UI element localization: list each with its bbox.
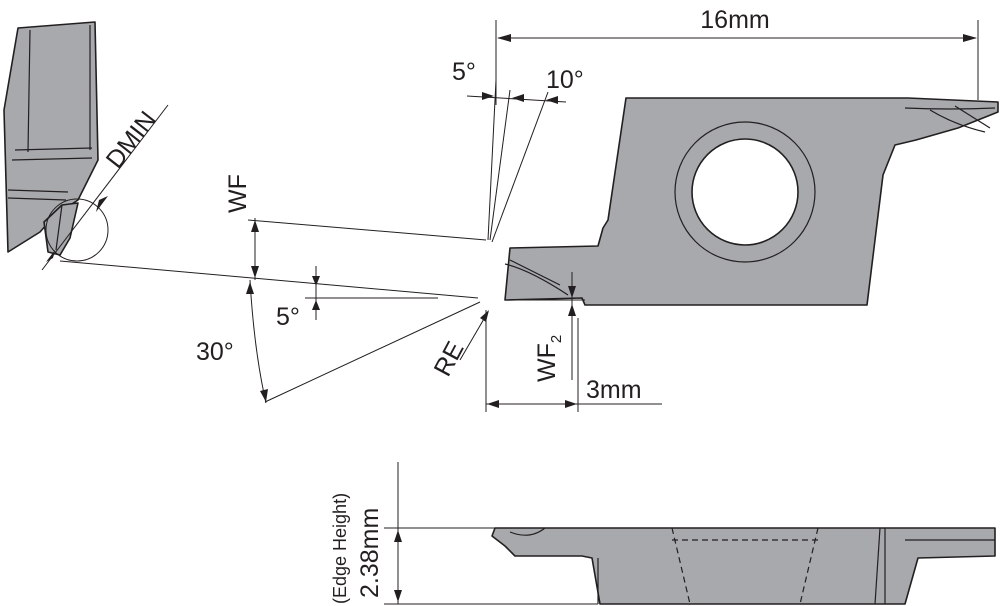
wf-label: WF <box>224 174 252 213</box>
edge-height-dimension: (Edge Height) 2.38mm <box>330 462 598 605</box>
wf2-dimension: WF2 <box>505 272 585 382</box>
extension-line-holder <box>59 260 479 299</box>
insert-side-view <box>491 527 996 605</box>
width-3mm-dimension: 3mm <box>485 310 662 412</box>
width-3mm-label: 3mm <box>586 376 642 404</box>
wf2-main-label: WF <box>533 343 561 382</box>
angle-5-left-dimension: 5° <box>276 266 438 331</box>
angle-10-label: 10° <box>546 66 584 94</box>
angle-5-top-label: 5° <box>452 58 476 86</box>
wf-dimension: WF <box>224 174 487 280</box>
angle-5-left-label: 5° <box>276 303 300 331</box>
angle-30-label: 30° <box>196 338 234 366</box>
mounting-hole-outer <box>674 121 816 263</box>
insert-top-view <box>504 97 999 306</box>
length-label: 16mm <box>700 6 769 34</box>
wf2-subscript: 2 <box>548 335 565 343</box>
re-label: RE <box>429 337 470 381</box>
tool-holder <box>3 21 99 256</box>
wf2-label: WF2 <box>533 335 565 382</box>
angle-30-dimension: 30° <box>196 279 481 404</box>
mounting-hole <box>691 138 799 246</box>
relief-angle-lines: 5° 10° <box>452 58 584 243</box>
re-dimension: RE <box>429 310 489 381</box>
edge-height-note: (Edge Height) <box>330 493 350 604</box>
dmin-label: DMIN <box>101 106 162 174</box>
edge-height-value: 2.38mm <box>356 508 384 598</box>
length-dimension: 16mm <box>495 6 979 105</box>
